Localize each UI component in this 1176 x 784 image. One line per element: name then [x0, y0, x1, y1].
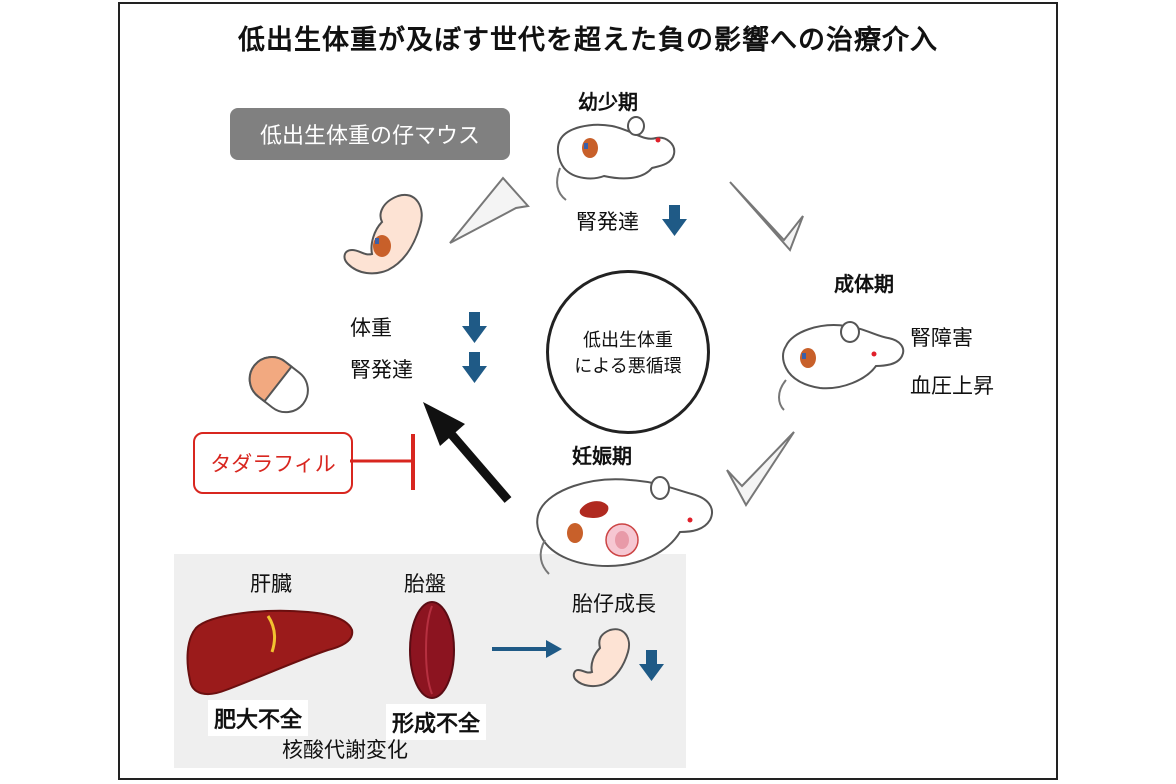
adult-effect-blood-pressure: 血圧上昇: [910, 374, 994, 398]
cycle-line-1: 低出生体重: [583, 330, 673, 351]
pup-tag: 低出生体重の仔マウス: [230, 108, 510, 160]
fetal-growth-label: 胎仔成長: [572, 592, 656, 616]
down-arrow-icon: [462, 312, 487, 343]
placenta-effect-label: 形成不全: [386, 704, 487, 740]
adult-effect-kidney-damage: 腎障害: [910, 326, 973, 350]
black-arrow-shaft: [442, 425, 512, 503]
cycle-line-2: による悪循環: [574, 356, 682, 377]
cycle-arrow-to-adult: [729, 181, 804, 252]
pregnant-mouse-icon: [536, 476, 713, 575]
metabolism-label: 核酸代謝変化: [282, 738, 408, 762]
placenta-icon: [409, 601, 455, 699]
fetus-icon: [572, 628, 630, 688]
juvenile-mouse-icon: [556, 116, 676, 201]
down-arrow-icon: [662, 205, 687, 236]
liver-icon: [186, 609, 354, 696]
black-arrow-head: [423, 402, 465, 446]
down-arrow-icon: [639, 650, 664, 681]
liver-label: 肝臓: [250, 572, 292, 596]
placenta-label: 胎盤: [404, 572, 446, 596]
adult-mouse-icon: [778, 321, 905, 411]
cycle-arrow-to-pregnancy: [726, 431, 795, 507]
infancy-kidney-label: 腎発達: [576, 210, 639, 234]
cycle-arrow-to-infancy: [449, 176, 530, 244]
liver-effect-label: 肥大不全: [208, 700, 309, 736]
pup-kidney-label: 腎発達: [350, 358, 413, 382]
page-title: 低出生体重が及ぼす世代を超えた負の影響への治療介入: [238, 25, 938, 56]
pup-weight-label: 体重: [350, 316, 392, 340]
vicious-cycle-circle: 低出生体重 による悪循環: [546, 270, 710, 434]
tadalafil-box: タダラフィル: [193, 432, 353, 494]
pup-fetus-icon: [343, 193, 423, 275]
stage-infancy: 幼少期: [578, 90, 638, 114]
pill-icon: [248, 356, 309, 414]
stage-pregnancy: 妊娠期: [572, 444, 632, 468]
right-arrow-head: [546, 640, 562, 658]
stage-adult: 成体期: [834, 272, 894, 296]
down-arrow-icon: [462, 352, 487, 383]
